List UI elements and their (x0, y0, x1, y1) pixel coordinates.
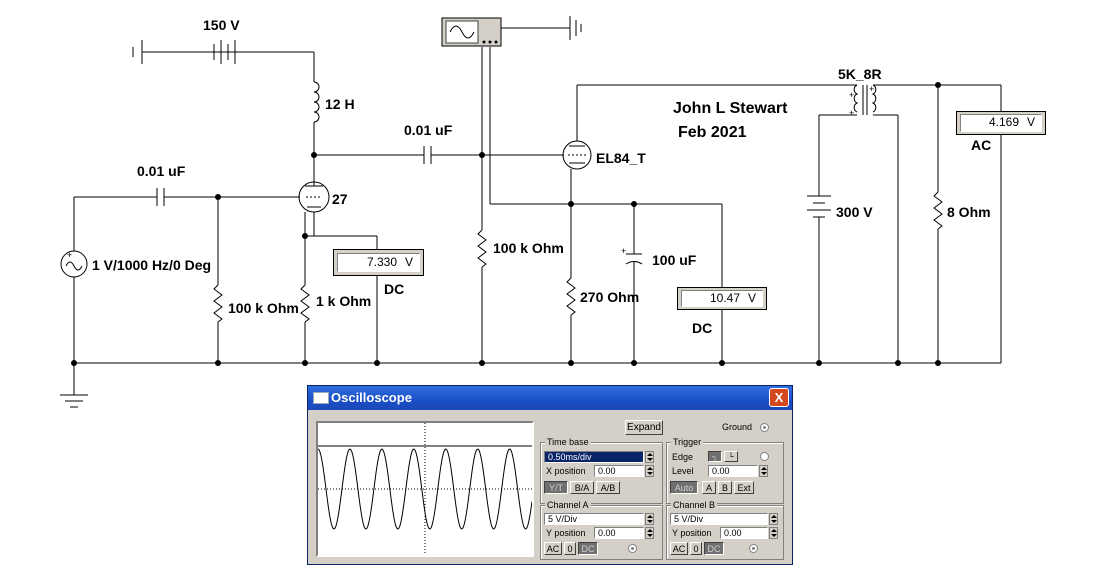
source-label: 1 V/1000 Hz/0 Deg (92, 257, 212, 273)
date-note: Feb 2021 (678, 124, 747, 141)
channel-b-scale-spinner[interactable] (769, 513, 778, 525)
pentode-cathode-resistor-label: 270 Ohm (580, 289, 640, 305)
supply-label: 300 V (836, 204, 873, 220)
trigger-terminal[interactable] (760, 452, 769, 461)
falling-edge-button[interactable]: └ (724, 451, 738, 462)
mode-ba-button[interactable]: B/A (570, 481, 594, 494)
channel-b-scale-field[interactable]: 5 V/Div (670, 513, 768, 525)
waveform-display (318, 423, 532, 555)
channel-a-ypos-field[interactable]: 0.00 (594, 527, 644, 539)
grid-resistor-label: 100 k Ohm (228, 300, 299, 316)
meter-mode-label: DC (384, 281, 405, 297)
mode-yt-button[interactable]: Y/T (544, 481, 568, 494)
y-position-label: Y position (672, 528, 712, 538)
bypass-cap-label: 100 uF (652, 252, 697, 268)
meter-value: 7.330 (366, 255, 397, 269)
channel-a-zero-button[interactable]: 0 (564, 542, 576, 555)
timebase-field[interactable]: 0.50ms/div (544, 451, 644, 463)
meter-unit: V (747, 291, 756, 305)
channel-b-group: Channel B (666, 500, 784, 560)
svg-text:+: + (849, 108, 854, 118)
svg-text:+: + (621, 246, 626, 256)
transformer-label: 5K_8R (838, 66, 882, 82)
trigger-a-button[interactable]: A (702, 481, 716, 494)
y-position-label: Y position (546, 528, 586, 538)
cathode-resistor-label: 1 k Ohm (316, 293, 372, 309)
expand-button[interactable]: Expand (625, 420, 663, 435)
level-label: Level (672, 466, 694, 476)
ac-source-symbol (60, 250, 88, 278)
window-icon (313, 392, 329, 404)
edge-label: Edge (672, 452, 694, 462)
channel-b-ypos-spinner[interactable] (769, 527, 778, 539)
oscilloscope-instrument-icon (441, 17, 502, 47)
channel-b-ypos-field[interactable]: 0.00 (720, 527, 768, 539)
trigger-b-button[interactable]: B (718, 481, 732, 494)
channel-a-dc-button[interactable]: DC (578, 542, 598, 555)
author-note: John L Stewart (673, 100, 788, 117)
oscilloscope-window: Oscilloscope X Expand Ground Time base 0… (307, 385, 793, 565)
rising-edge-button[interactable]: ┐ (708, 451, 722, 462)
meter-mode-label: AC (971, 137, 992, 153)
voltmeter-pentode-cathode[interactable]: 10.47 V (677, 287, 767, 310)
voltmeter-triode-cathode[interactable]: 7.330 V (333, 249, 424, 276)
meter-display: 7.330 V (337, 253, 420, 272)
mode-ab-button[interactable]: A/B (596, 481, 620, 494)
level-field[interactable]: 0.00 (708, 465, 758, 477)
channel-a-group: Channel A (540, 500, 663, 560)
input-resistor-label: 100 k Ohm (493, 240, 564, 256)
meter-unit: V (404, 255, 413, 269)
level-spinner[interactable] (759, 465, 768, 477)
input-cap-label: 0.01 uF (137, 163, 186, 179)
meter-display: 4.169 V (960, 114, 1042, 132)
x-position-label: X position (546, 466, 586, 476)
svg-text:+: + (849, 90, 854, 100)
close-button[interactable]: X (769, 388, 789, 407)
timebase-spinner[interactable] (645, 451, 654, 463)
channel-b-ac-button[interactable]: AC (670, 542, 688, 555)
channel-a-trace (318, 448, 532, 530)
group-title: Time base (545, 437, 591, 448)
choke-label: 12 H (325, 96, 355, 112)
meter-unit: V (1026, 115, 1035, 129)
channel-b-dc-button[interactable]: DC (704, 542, 724, 555)
battery-label: 150 V (203, 17, 240, 33)
meter-mode-label: DC (692, 320, 713, 336)
scope-screen (316, 421, 534, 557)
load-label: 8 Ohm (947, 204, 991, 220)
voltmeter-output[interactable]: 4.169 V (956, 111, 1046, 135)
meter-display: 10.47 V (681, 290, 763, 307)
pentode-label: EL84_T (596, 150, 646, 166)
svg-text:+: + (869, 84, 874, 94)
channel-b-terminal[interactable] (749, 544, 758, 553)
channel-a-scale-field[interactable]: 5 V/Div (544, 513, 644, 525)
trigger-ext-button[interactable]: Ext (734, 481, 754, 494)
channel-a-terminal[interactable] (628, 544, 637, 553)
coupling-cap-label: 0.01 uF (404, 122, 453, 138)
window-title: Oscilloscope (331, 390, 412, 405)
meter-value: 4.169 (988, 115, 1019, 129)
x-position-spinner[interactable] (645, 465, 654, 477)
channel-a-scale-spinner[interactable] (645, 513, 654, 525)
x-position-field[interactable]: 0.00 (594, 465, 644, 477)
group-title: Trigger (671, 437, 704, 448)
ground-terminal[interactable] (760, 423, 769, 432)
channel-b-zero-button[interactable]: 0 (690, 542, 702, 555)
group-title: Channel A (545, 500, 591, 511)
channel-a-ypos-spinner[interactable] (645, 527, 654, 539)
timebase-group: Time base (540, 437, 663, 504)
triode-label: 27 (332, 191, 348, 207)
trigger-group: Trigger (666, 437, 784, 504)
group-title: Channel B (671, 500, 718, 511)
meter-value: 10.47 (709, 291, 740, 305)
channel-a-ac-button[interactable]: AC (544, 542, 562, 555)
trigger-auto-button[interactable]: Auto (670, 481, 698, 494)
ground-label: Ground (722, 422, 753, 432)
window-titlebar[interactable]: Oscilloscope X (308, 386, 792, 410)
svg-text:+: + (67, 250, 72, 260)
